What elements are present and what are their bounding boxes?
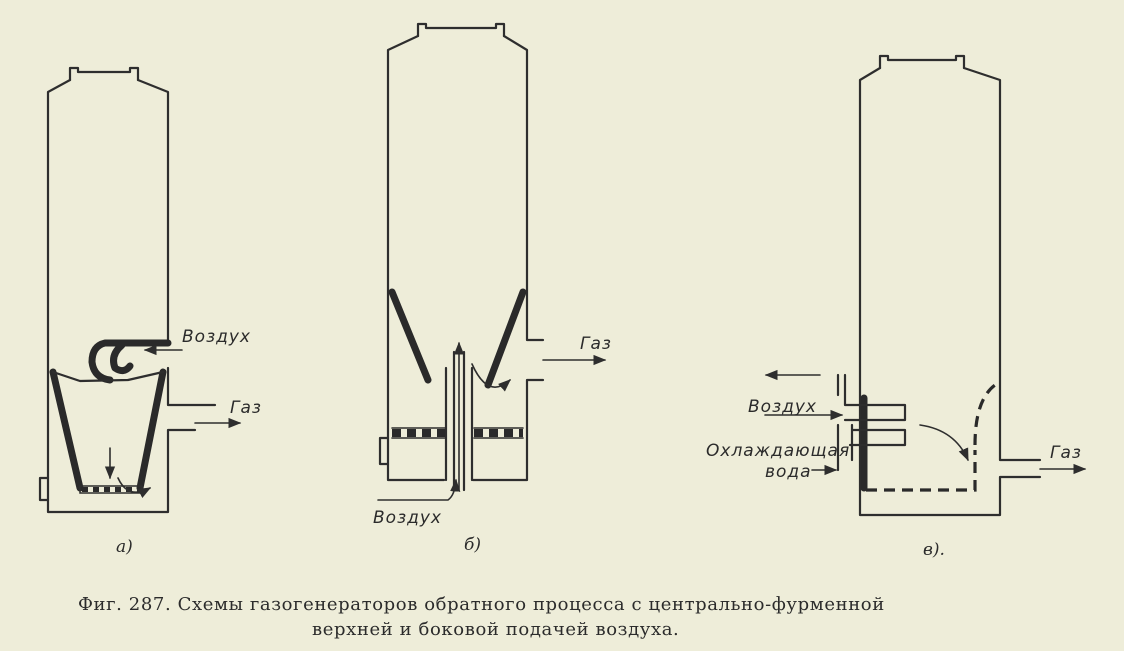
sublabel-c: в). [923,540,945,560]
cone-a [49,368,167,492]
air-label-c: Воздух [748,397,817,417]
sublabel-a: а) [116,537,133,557]
hatch-b [416,22,506,38]
shell-c [858,66,1042,517]
side-tuyere-c [836,373,907,472]
inner-walls-b [388,288,527,389]
figure-caption-line-2: верхней и боковой подачей воздуха. [312,619,679,640]
water-label-c-2: вода [765,462,812,482]
shell-a [46,78,197,514]
gas-label-c: Газ [1050,443,1082,463]
hatch-a [68,66,140,82]
gas-generator-a: Воздух Газ а) [38,66,262,557]
water-label-c-1: Охлаждающая [706,441,850,461]
figure-caption-line-1: Фиг. 287. Схемы газогенераторов обратног… [78,594,885,615]
air-label-b: Воздух [373,508,442,528]
sublabel-b: б) [464,535,481,555]
ash-box-c [866,450,977,492]
shell-b [386,34,545,482]
gas-generator-c: Воздух Охлаждающая вода Газ в). [706,54,1087,560]
gas-label-a: Газ [230,398,262,418]
air-label-a: Воздух [182,327,251,347]
gas-label-b: Газ [580,334,612,354]
hatch-c [878,54,966,70]
central-tuyere-b [444,350,474,492]
shell-a-right [136,78,170,342]
gas-generator-b: Газ Воздух б) [373,22,612,555]
air-tuyere-a [88,339,172,384]
